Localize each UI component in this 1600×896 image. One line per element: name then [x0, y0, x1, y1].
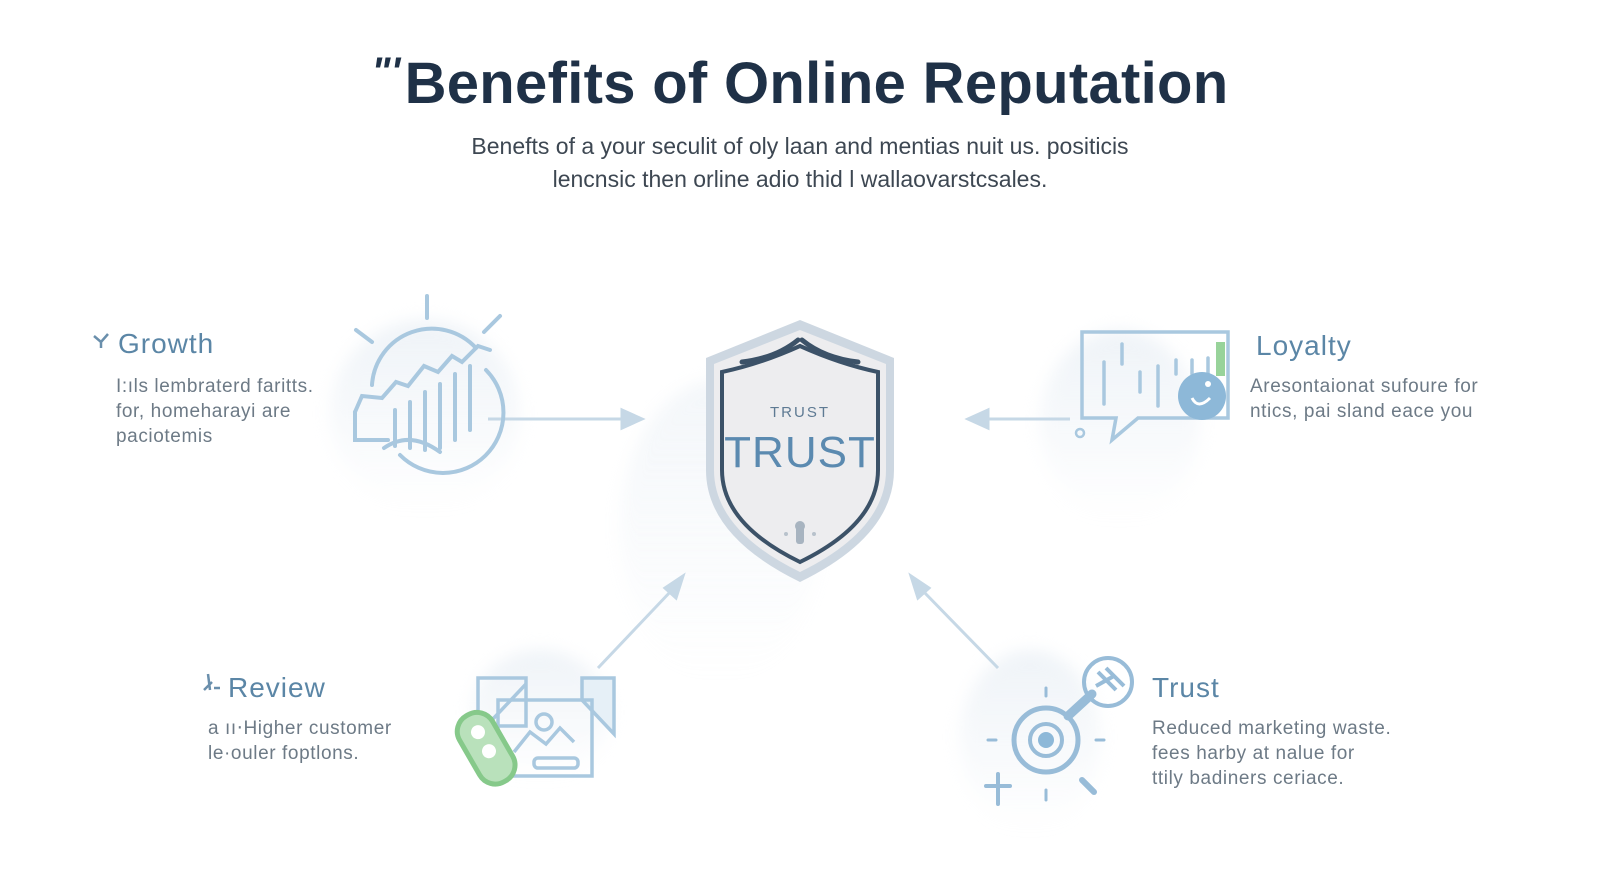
center-trust-shield: TRUST TRUST [700, 318, 900, 580]
chat-chart-icon [1074, 330, 1230, 445]
growth-bullet-icon [93, 333, 109, 348]
benefit-desc-review: a ıı‧Higher customer le·ouler foptlons. [208, 716, 392, 766]
benefit-title-loyalty: Loyalty [1256, 330, 1352, 362]
benefit-desc-trust: Reduced marketing waste. fees harby at n… [1152, 716, 1391, 791]
benefit-title-growth: Growth [118, 328, 214, 360]
green-bar-icon [1216, 342, 1225, 376]
page-title: "'Benefits of Online Reputation [0, 50, 1600, 117]
desc-line: fees harby at nalue for [1152, 743, 1355, 764]
page-subtitle: Benefts of a your seculit of oly laan an… [0, 130, 1600, 196]
shield-label-large: TRUST [724, 428, 876, 477]
desc-line: ntics, pai sland eace you [1250, 401, 1474, 422]
desc-line: Aresontaionat sufoure for [1250, 376, 1479, 397]
smile-badge-icon [1178, 372, 1226, 420]
desc-line: for, homeharayi are [116, 401, 292, 422]
benefit-title-text: Growth [118, 328, 215, 359]
desc-line: I:ıls lembraterd faritts. [116, 376, 314, 397]
desc-line: ttily badiners ceriace. [1152, 768, 1345, 789]
arrow-up-right-icon [596, 572, 686, 670]
target-key-icon [984, 656, 1134, 806]
subtitle-line-2: lencnsic then orline adio thid l wallaov… [552, 166, 1048, 192]
benefit-title-text: Trust [1152, 672, 1220, 703]
background-shadow [1040, 330, 1200, 520]
benefit-title-review: Review [228, 672, 326, 704]
subtitle-line-1: Benefts of a your seculit of oly laan an… [471, 133, 1129, 159]
dollar-glyph-icon [1095, 666, 1126, 692]
benefit-title-trust: Trust [1152, 672, 1220, 704]
desc-line: a ıı‧Higher customer [208, 718, 392, 739]
quote-mark-glyph: "' [371, 50, 401, 94]
arrow-right-icon [488, 407, 646, 431]
growth-chart-icon [353, 294, 506, 475]
desc-line: le·ouler foptlons. [208, 743, 360, 764]
benefit-desc-loyalty: Aresontaionat sufoure for ntics, pai sla… [1250, 374, 1478, 424]
review-bullet-icon [203, 673, 220, 691]
target-center-dot [1038, 732, 1054, 748]
arrow-left-icon [964, 407, 1070, 431]
shield-label-small: TRUST [770, 404, 830, 421]
page-title-text: Benefits of Online Reputation [404, 51, 1229, 116]
desc-line: Reduced marketing waste. [1152, 718, 1392, 739]
benefit-desc-growth: I:ıls lembraterd faritts. for, homeharay… [116, 374, 314, 449]
arrow-up-left-icon [908, 572, 1000, 670]
benefit-title-text: Review [228, 672, 326, 703]
green-tag-icon [454, 709, 518, 787]
benefit-title-text: Loyalty [1256, 330, 1352, 361]
desc-line: paciotemis [116, 426, 213, 447]
shield-icon [706, 320, 894, 582]
